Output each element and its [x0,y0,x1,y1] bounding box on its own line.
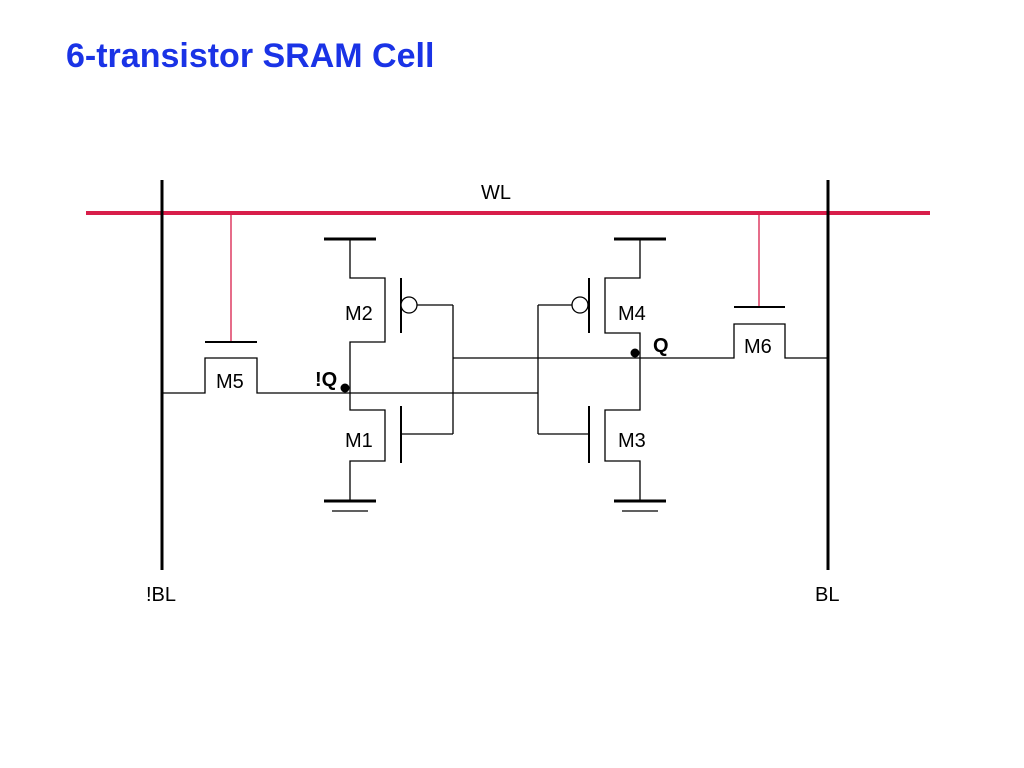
node-q-label: Q [653,335,669,357]
m1-label: M1 [345,430,373,452]
bitline-right-label: BL [815,584,839,606]
transistor-m3: M3 [538,375,666,512]
m6-label: M6 [744,336,772,358]
m5-label: M5 [216,371,244,393]
node-q-dot [630,348,640,358]
bitline-left-label: !BL [146,584,176,606]
transistor-m1: M1 [324,393,453,512]
transistor-m5: M5 [162,213,345,394]
m2-bubble [400,296,418,314]
m3-label: M3 [618,430,646,452]
node-nq-label: !Q [315,369,337,391]
page-title: 6-transistor SRAM Cell [66,37,435,75]
m4-bubble [571,296,589,314]
transistor-m2: M2 [324,237,453,393]
wordline-label: WL [481,182,511,204]
m4-label: M4 [618,303,646,325]
transistor-m4: M4 [538,237,666,375]
m2-label: M2 [345,303,373,325]
node-nq-dot [340,383,350,393]
transistor-m6: M6 [640,213,828,359]
